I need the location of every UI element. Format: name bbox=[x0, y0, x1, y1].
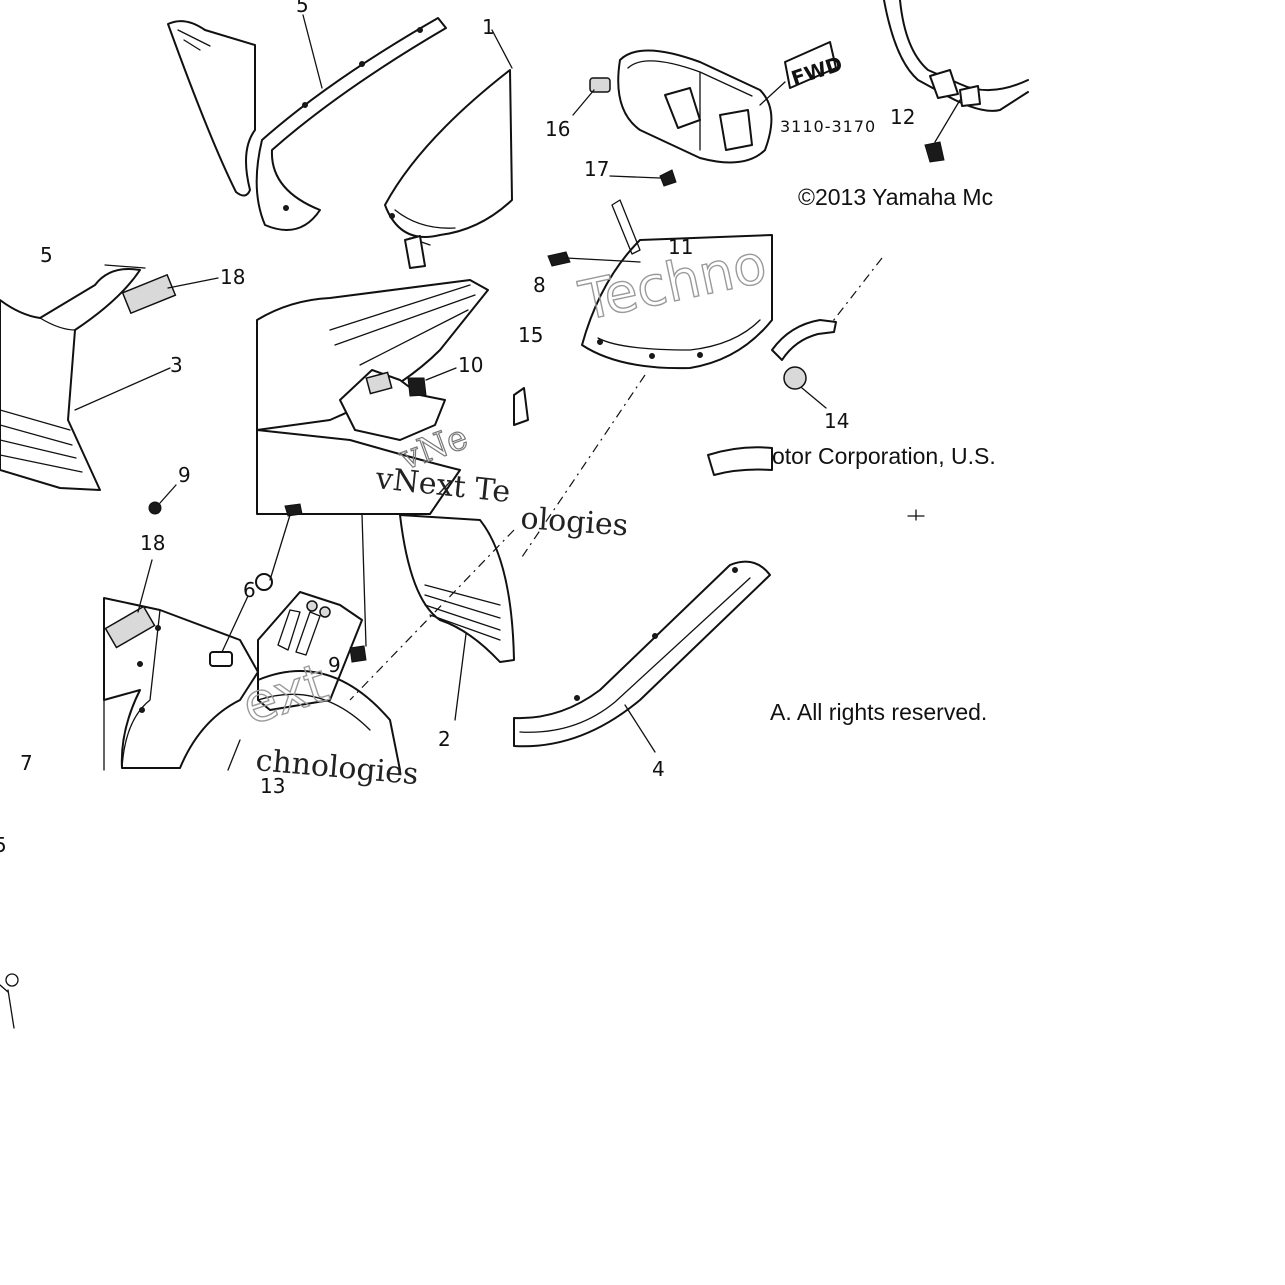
copyright-line-2: otor Corporation, U.S. bbox=[772, 443, 996, 469]
callout-18-lower: 18 bbox=[140, 531, 165, 555]
part-14-hose-clamp bbox=[771, 319, 837, 361]
callout-7: 7 bbox=[20, 751, 33, 775]
part-9-bolt-lower bbox=[349, 645, 367, 663]
callout-4: 4 bbox=[652, 757, 665, 781]
callout-11: 11 bbox=[668, 235, 693, 259]
part-6-collar-upper bbox=[255, 573, 273, 591]
part-code-label: 3110-3170 bbox=[780, 117, 876, 136]
wheel-arc bbox=[257, 670, 401, 771]
callout-16: 16 bbox=[545, 117, 570, 141]
part-2-fender-grille bbox=[399, 514, 515, 663]
part-18-reflector-lower bbox=[104, 605, 156, 649]
fwd-label-plate bbox=[784, 41, 837, 89]
callout-12: 12 bbox=[890, 105, 915, 129]
callout-15: 15 bbox=[518, 323, 543, 347]
part-10-fastener bbox=[407, 377, 427, 397]
part-18-reflector-upper bbox=[121, 273, 177, 315]
part-1-front-fender bbox=[384, 69, 513, 238]
callout-9-lower: 9 bbox=[328, 653, 341, 677]
callout-6: 6 bbox=[243, 578, 256, 602]
tile-lower-left: 18 6 7 5 bbox=[0, 531, 259, 1029]
callout-3: 3 bbox=[170, 353, 183, 377]
callout-18-upper: 18 bbox=[220, 265, 245, 289]
callout-2: 2 bbox=[438, 727, 451, 751]
rear-rack-frame bbox=[883, 0, 1029, 112]
part-6-collar bbox=[209, 651, 233, 667]
tile-lower-center: 9 2 13 bbox=[255, 503, 515, 798]
watermark-ologies: ologies bbox=[519, 501, 629, 543]
copyright-line-1: ©2013 Yamaha Mc bbox=[798, 184, 993, 210]
callout-8: 8 bbox=[533, 273, 546, 297]
tile-fender-parts: 5 1 10 bbox=[167, 0, 513, 515]
part-12-bolt bbox=[924, 141, 945, 163]
part-5-side-cover-left bbox=[167, 20, 256, 197]
part-9-bolt-upper bbox=[148, 501, 162, 515]
part-16-bolt bbox=[589, 77, 611, 93]
part-8-clip bbox=[547, 251, 571, 267]
mount-plate bbox=[257, 591, 363, 711]
tile-lower-right: 4 A. All rights reserved. bbox=[513, 560, 987, 781]
callout-10: 10 bbox=[458, 353, 483, 377]
part-14-grommet bbox=[783, 366, 807, 390]
callout-cut-top: 5 bbox=[40, 243, 53, 267]
part-4-side-rail bbox=[513, 560, 771, 748]
part-5-trim-strip bbox=[255, 17, 447, 231]
callout-13: 13 bbox=[260, 774, 285, 798]
headlight-guard-frame bbox=[617, 49, 773, 164]
callout-1: 1 bbox=[482, 15, 495, 39]
part-11-headlight-cover bbox=[581, 234, 773, 370]
tile-panel-3: 3 18 9 5 bbox=[0, 243, 245, 515]
callout-14: 14 bbox=[824, 409, 849, 433]
callout-9-upper: 9 bbox=[178, 463, 191, 487]
callout-17: 17 bbox=[584, 157, 609, 181]
callout-5: 5 bbox=[296, 0, 309, 17]
tile-headlight-parts: 16 17 11 8 15 bbox=[513, 49, 773, 561]
part-17-bolt bbox=[659, 169, 677, 187]
callout-cut-left: 5 bbox=[0, 833, 7, 857]
copyright-line-3: A. All rights reserved. bbox=[770, 699, 987, 725]
part-7-lower-panel bbox=[103, 597, 259, 769]
tile-copyright-area: FWD 3110-3170 12 ©2013 Yamaha Mc 14 otor… bbox=[759, 0, 1029, 521]
